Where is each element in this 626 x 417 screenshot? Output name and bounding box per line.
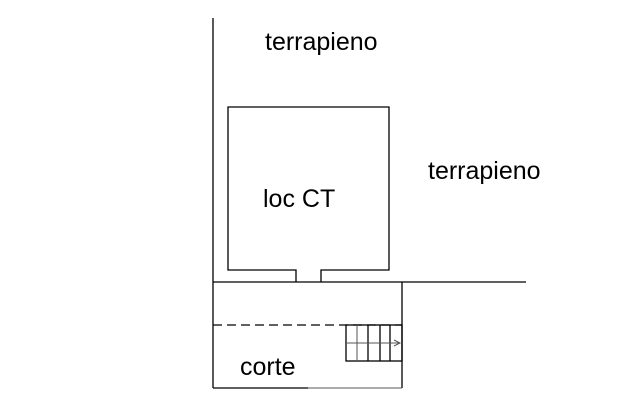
label-corte: corte — [240, 353, 296, 381]
walls — [212, 18, 526, 389]
room-loc-ct-outline — [227, 106, 390, 282]
stair-arrow-icon — [393, 339, 402, 347]
label-terrapieno-right: terrapieno — [428, 157, 541, 185]
label-loc-ct: loc CT — [263, 185, 335, 213]
label-terrapieno-top: terrapieno — [265, 28, 378, 56]
staircase — [345, 324, 403, 362]
